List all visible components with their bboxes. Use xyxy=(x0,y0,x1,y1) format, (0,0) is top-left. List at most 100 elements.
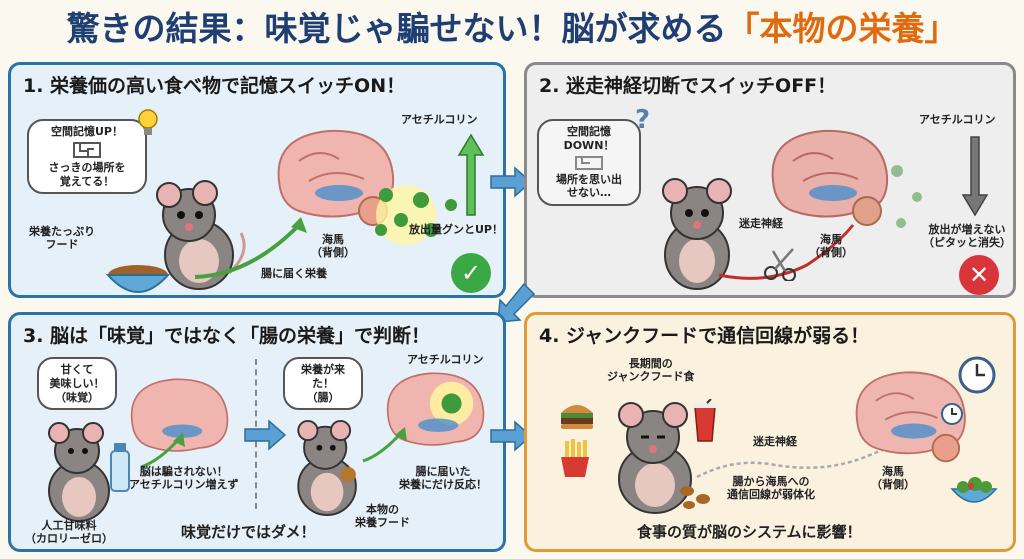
cross-icon: ✕ xyxy=(959,255,999,295)
bubble-text: さっきの場所を xyxy=(48,160,126,174)
real-food-label: 本物の 栄養フード xyxy=(355,503,410,529)
panel-3-heading: 3. 脳は「味覚」ではなく「腸の栄養」で判断！ xyxy=(23,325,431,347)
release-line: （ピタッと消失） xyxy=(923,236,1011,250)
ach-label: アセチルコリン xyxy=(407,353,484,366)
food-label-line: 栄養たっぷり xyxy=(29,225,95,238)
brain-illustration-a xyxy=(130,378,229,452)
drinking-mouse xyxy=(48,422,110,522)
nerve-label: 迷走神経 xyxy=(753,435,797,448)
maze-icon xyxy=(73,141,101,158)
panel-2: 2. 迷走神経切断でスイッチOFF！ 空間記憶DOWN！ 場所を思い出 せない…… xyxy=(524,62,1016,298)
transition-arrow xyxy=(244,419,287,451)
release-label: 放出量グンとUP！ xyxy=(409,223,503,236)
small-clock-icon xyxy=(941,403,963,425)
bubble-text: 甘くて xyxy=(60,363,94,376)
panel-1: 1. 栄養価の高い食べ物で記憶スイッチON！ 空間記憶UP！ さっきの場所を 覚… xyxy=(8,62,506,298)
bubble-text: 美味しい！ xyxy=(49,376,105,390)
burger-icon xyxy=(561,405,593,429)
ach-molecules xyxy=(375,185,457,245)
flow-arrow-1-2 xyxy=(490,166,533,198)
sick-mouse xyxy=(618,402,692,514)
ach-molecules-faded xyxy=(891,165,922,228)
hippo-line: （背側） xyxy=(809,246,853,260)
panel-3-footer: 味覚だけではダメ！ xyxy=(181,523,316,541)
caption-b: 腸に届いた 栄養にだけ反応！ xyxy=(399,465,487,491)
sweetener-line: 人工甘味料 xyxy=(41,519,97,532)
caption-line: アセチルコリン増えず xyxy=(129,478,239,492)
bubble-text: 覚えてる！ xyxy=(59,174,115,188)
sweetener-label: 人工甘味料 （カロリーゼロ） xyxy=(25,519,113,545)
weak-line: 通信回線が弱体化 xyxy=(727,488,815,502)
panel-4-heading: 4. ジャンクフードで通信回線が弱る！ xyxy=(539,325,870,347)
check-icon: ✓ xyxy=(451,253,491,293)
bubble-text: （腸） xyxy=(306,390,340,404)
brain-illustration xyxy=(277,129,395,226)
release-label: 放出が増えない （ピタッと消失） xyxy=(923,223,1011,249)
brain-illustration xyxy=(855,371,966,463)
confused-mouse xyxy=(662,178,732,290)
food-label-line: フード xyxy=(45,238,79,252)
bubble-text: （味覚） xyxy=(55,390,99,404)
panel-3-speech-bubble-a: 甘くて 美味しい！ （味覚） xyxy=(37,357,117,411)
flow-arrow-3-4 xyxy=(490,420,533,452)
panel-3-speech-bubble-b: 栄養が来た！ （腸） xyxy=(283,357,363,411)
hippocampus-label: 海馬 （背側） xyxy=(871,465,915,491)
scissors-icon xyxy=(764,248,796,281)
fries-icon xyxy=(561,439,589,477)
ach-label: アセチルコリン xyxy=(919,113,996,126)
caption-line: 栄養にだけ反応！ xyxy=(399,478,487,492)
sweetener-line: （カロリーゼロ） xyxy=(25,532,113,546)
caption-line: 腸に届いた xyxy=(415,465,471,478)
gut-label: 腸に届く栄養 xyxy=(261,267,327,280)
lightbulb-icon xyxy=(138,109,158,135)
gut-to-brain-arrow-a xyxy=(140,433,185,469)
water-bottle-icon xyxy=(110,443,130,492)
down-arrow-icon xyxy=(961,136,989,217)
vagus-nerve-line xyxy=(718,224,855,280)
junk-line: 長期間の xyxy=(628,357,673,370)
title-highlight: 「本物の栄養」 xyxy=(726,9,958,48)
bubble-text: 栄養が来た！ xyxy=(301,363,345,390)
ach-label: アセチルコリン xyxy=(401,113,478,126)
title-main: 驚きの結果：味覚じゃ騙せない！ xyxy=(66,9,562,48)
panel-2-thought-bubble: 空間記憶DOWN！ 場所を思い出 せない… xyxy=(537,119,641,206)
eating-mouse xyxy=(297,419,357,516)
real-food-line: 栄養フード xyxy=(355,516,410,530)
title-brain: 脳が求める xyxy=(561,9,727,48)
hippocampus-label: 海馬 （背側） xyxy=(311,233,355,259)
bubble-text: せない… xyxy=(567,186,611,200)
hippocampus-label: 海馬 （背側） xyxy=(809,233,853,259)
panel-1-thought-bubble: 空間記憶UP！ さっきの場所を 覚えてる！ xyxy=(27,119,147,195)
hippo-line: 海馬 xyxy=(820,233,842,246)
weak-link-label: 腸から海馬への 通信回線が弱体化 xyxy=(727,475,815,501)
real-food-line: 本物の xyxy=(366,503,399,516)
gut-to-brain-arrow-b xyxy=(362,427,407,463)
caption-a: 脳は騙されない！ アセチルコリン増えず xyxy=(129,465,239,491)
salad-icon xyxy=(950,477,998,503)
up-arrow-icon xyxy=(457,133,485,216)
brain-illustration-b xyxy=(386,372,485,446)
maze-icon xyxy=(575,155,603,170)
junk-food-label: 長期間の ジャンクフード食 xyxy=(607,357,694,383)
panel-2-heading: 2. 迷走神経切断でスイッチOFF！ xyxy=(539,75,837,97)
hippo-line: （背側） xyxy=(871,478,915,492)
panel-4-footer: 食事の質が脳のシステムに影響！ xyxy=(637,523,862,541)
release-line: 放出が増えない xyxy=(928,223,1006,236)
hippo-line: （背側） xyxy=(311,246,355,260)
weak-line: 腸から海馬への xyxy=(732,475,810,488)
soda-icon xyxy=(694,399,716,442)
nerve-label: 迷走神経 xyxy=(739,217,783,230)
food-label: 栄養たっぷり フード xyxy=(29,225,95,251)
panel-4: 4. ジャンクフードで通信回線が弱る！ 長期間の ジャンクフード食 迷走神経 腸… xyxy=(524,312,1016,552)
panel-3: 3. 脳は「味覚」ではなく「腸の栄養」で判断！ 甘くて 美味しい！ （味覚） 人… xyxy=(8,312,506,552)
hippo-line: 海馬 xyxy=(882,465,904,478)
brain-illustration xyxy=(771,129,889,226)
clock-icon xyxy=(958,356,996,394)
question-mark-icon: ? xyxy=(635,105,651,135)
happy-mouse xyxy=(156,180,246,290)
caption-line: 脳は騙されない！ xyxy=(139,465,228,478)
gut-to-brain-arrow xyxy=(194,217,307,279)
page-title: 驚きの結果：味覚じゃ騙せない！脳が求める「本物の栄養」 xyxy=(0,0,1024,58)
hippo-line: 海馬 xyxy=(322,233,344,246)
snacks-icon xyxy=(680,486,710,509)
